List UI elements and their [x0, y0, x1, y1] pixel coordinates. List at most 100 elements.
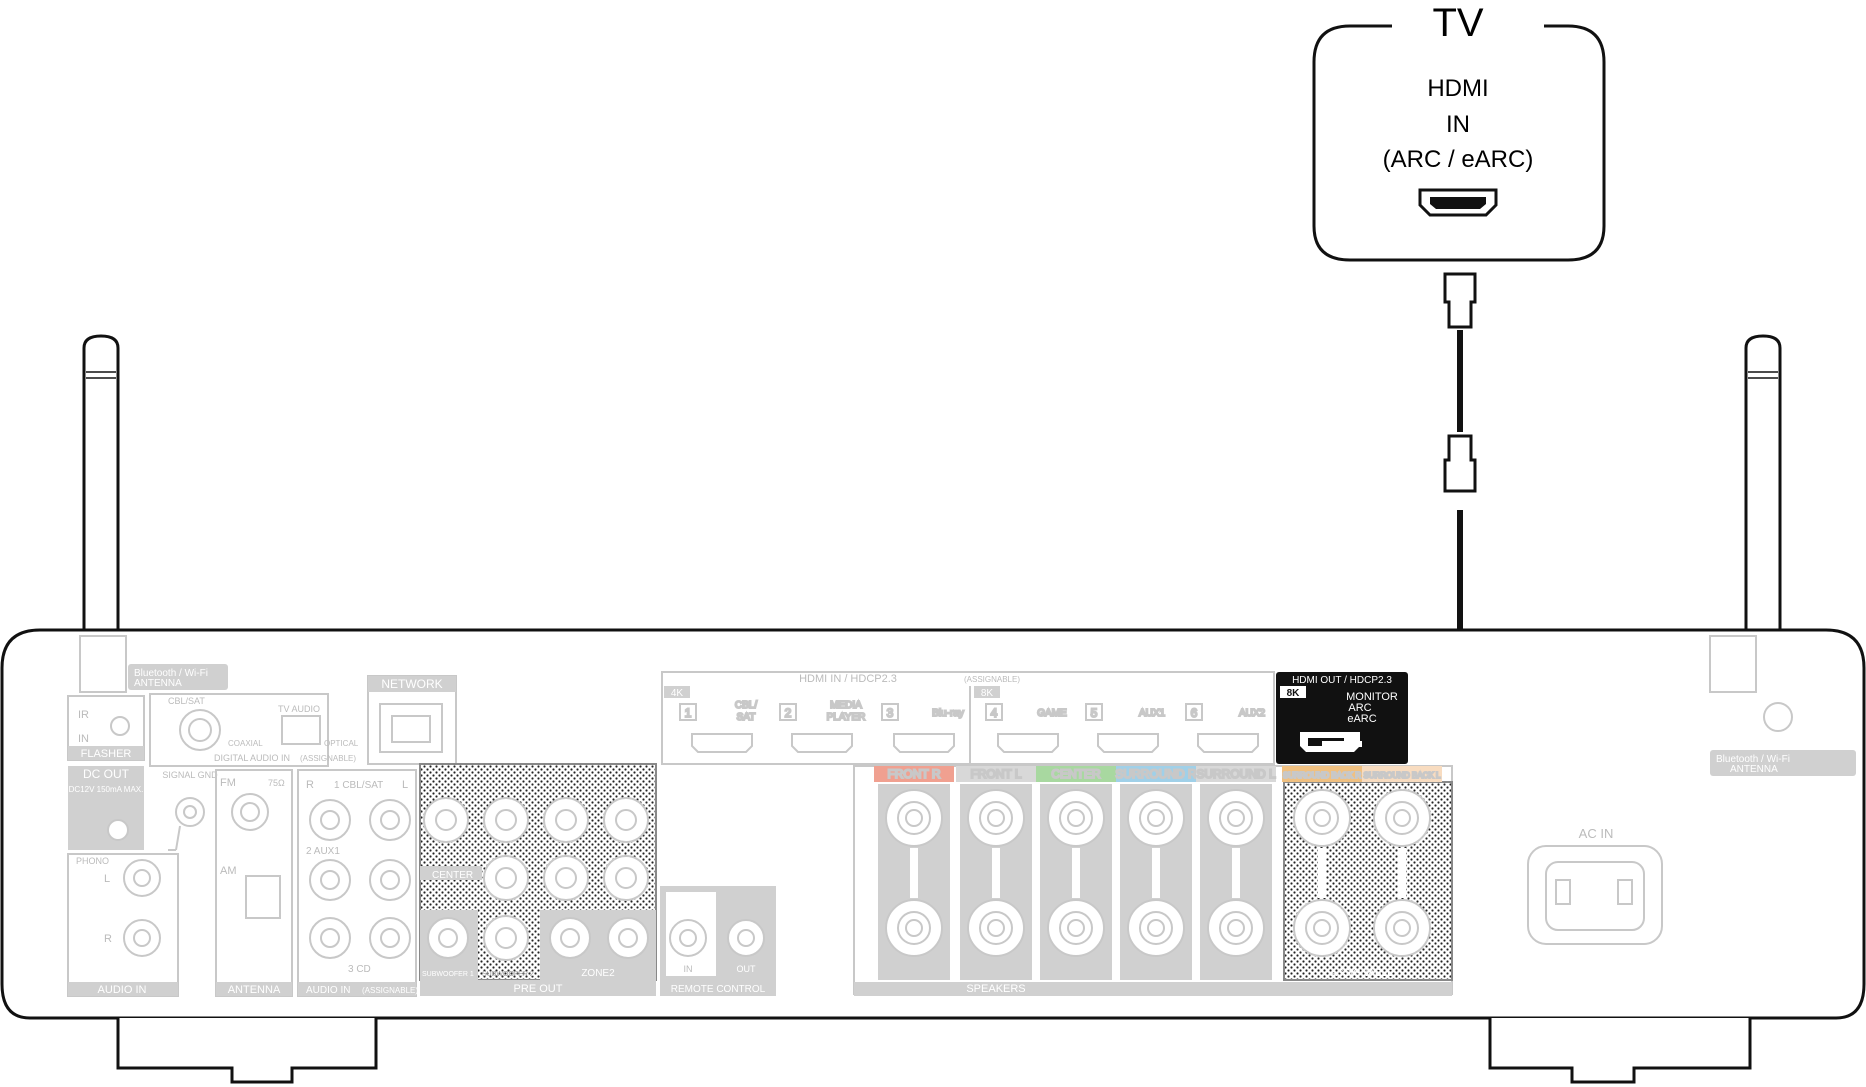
- optical-jack: [281, 715, 321, 745]
- hdmi-in-port-name: AUX2: [1239, 708, 1266, 719]
- ac-in-title: AC IN: [1579, 826, 1614, 841]
- antenna-fm: FM: [220, 777, 236, 789]
- speaker-channel-7: SURROUND BACK L: [1362, 766, 1442, 957]
- hdmi-port-icon: [791, 733, 853, 753]
- audio-in-r: R: [306, 779, 314, 791]
- antenna-right: [1744, 334, 1782, 636]
- flasher-jack: [110, 716, 130, 736]
- hdmi-in-port-num: 4: [991, 706, 998, 720]
- hdmi-in-port-name: Blu-ray: [932, 708, 964, 719]
- speaker-channel-label: SURROUND BACK R: [1283, 771, 1361, 780]
- ethernet-jack: [379, 703, 443, 753]
- audio-in-1: 1 CBL/SAT: [334, 780, 383, 791]
- remote-title: REMOTE CONTROL: [671, 984, 766, 995]
- hdmi-in-4k: 4K: [671, 688, 684, 699]
- hdmi-port-icon: [893, 733, 955, 753]
- pre-out-zone2: ZONE2: [581, 968, 615, 979]
- coaxial-jack: [179, 709, 221, 751]
- phono-r: R: [104, 933, 112, 945]
- audio-in-title: AUDIO IN: [306, 985, 350, 996]
- digital-coaxial: COAXIAL: [228, 739, 263, 748]
- speaker-channel-label: SURROUND L: [1196, 767, 1276, 781]
- antenna-right-label-bg: [1710, 750, 1856, 776]
- hdmi-port-icon: [997, 733, 1059, 753]
- remote-in: IN: [684, 964, 693, 974]
- speaker-channel-3: CENTER: [1036, 766, 1116, 980]
- hdmi-port-icon: [1097, 733, 1159, 753]
- antenna-am: AM: [220, 865, 237, 877]
- speaker-channel-6: SURROUND BACK R: [1282, 766, 1362, 957]
- speaker-channel-2: FRONT L: [956, 766, 1036, 980]
- pre-out-sub2: SUBWOOFER 2: [482, 971, 534, 978]
- audio-in-assignable: (ASSIGNABLE): [362, 986, 418, 995]
- speaker-channel-label: FRONT R: [887, 767, 940, 781]
- network-title: NETWORK: [381, 677, 442, 691]
- phono-l: L: [104, 873, 110, 885]
- speaker-channel-1: FRONT R: [874, 766, 954, 980]
- antenna-right-label2: ANTENNA: [1730, 764, 1778, 775]
- hdmi-port-icon: [691, 733, 753, 753]
- cable-plug-bottom: [1443, 434, 1477, 493]
- antenna-panel-title: ANTENNA: [228, 984, 281, 996]
- hdmi-in-assignable: (ASSIGNABLE): [964, 675, 1020, 684]
- tv-box: TV HDMI IN (ARC / eARC): [1312, 1, 1606, 262]
- antenna-ohm: 75Ω: [268, 778, 285, 788]
- hdmi-out-line3: eARC: [1347, 713, 1376, 725]
- hdmi-port-icon: [1197, 733, 1259, 753]
- antenna-mount-left: [79, 635, 127, 693]
- antenna-left-label2: ANTENNA: [134, 678, 182, 689]
- signal-gnd-terminal: [175, 797, 205, 827]
- hdmi-in-port-name: MEDIA: [830, 700, 862, 711]
- hdmi-out-panel: HDMI OUT / HDCP2.3 8K MONITOR ARC eARC: [1276, 672, 1408, 764]
- hdmi-in-panel: [661, 671, 1275, 765]
- fm-jack: [231, 793, 269, 831]
- audio-in-l: L: [402, 779, 408, 791]
- hdmi-in-port-name-2: SAT: [737, 712, 756, 723]
- hdmi-out-badge: 8K: [1287, 688, 1301, 699]
- phono-footer: AUDIO IN: [98, 984, 147, 996]
- hdmi-in-port-3: 3 Blu-ray: [881, 703, 965, 753]
- hdmi-out-line2: ARC: [1348, 702, 1371, 714]
- phono-title: PHONO: [76, 856, 109, 866]
- foot-right: [1488, 1018, 1752, 1084]
- hdmi-in-port-num: 6: [1191, 706, 1198, 720]
- digital-tv-audio: TV AUDIO: [278, 704, 320, 714]
- hdmi-in-port-name-2: PLAYER: [827, 712, 866, 723]
- flasher-in-label: IN: [78, 733, 89, 745]
- am-terminal: [245, 875, 281, 919]
- hdmi-in-port-num: 3: [887, 706, 894, 720]
- speakers-title: SPEAKERS: [966, 983, 1025, 995]
- antenna-mount-right: [1709, 635, 1757, 693]
- hdmi-in-port-num: 2: [785, 706, 792, 720]
- speaker-channel-label: CENTER: [1051, 767, 1101, 781]
- remote-out: OUT: [737, 964, 757, 974]
- bluetooth-icon: [1763, 702, 1793, 732]
- digital-cbl-sat: CBL/SAT: [168, 696, 205, 706]
- hdmi-in-port-6: 6 AUX2: [1185, 703, 1266, 753]
- antenna-right-label1: Bluetooth / Wi-Fi: [1716, 754, 1790, 765]
- speaker-channel-4: SURROUND R: [1114, 766, 1198, 980]
- pre-out-sub1: SUBWOOFER 1: [422, 971, 474, 978]
- tv-port-line2: IN: [1446, 111, 1470, 138]
- signal-gnd-label: SIGNAL GND: [162, 770, 218, 780]
- foot-left: [116, 1018, 378, 1084]
- tv-hdmi-port-icon: [1418, 188, 1498, 217]
- hdmi-in-title: HDMI IN / HDCP2.3: [799, 673, 897, 685]
- hdmi-out-line1: MONITOR: [1346, 691, 1398, 703]
- hdmi-in-port-name: AUX1: [1139, 708, 1166, 719]
- antenna-left-label1: Bluetooth / Wi-Fi: [134, 668, 208, 679]
- flasher-ir-label: IR: [78, 709, 89, 721]
- digital-title: DIGITAL AUDIO IN: [214, 753, 290, 763]
- digital-assignable: (ASSIGNABLE): [300, 754, 356, 763]
- audio-in-3: 3 CD: [348, 964, 371, 975]
- speaker-channel-label: SURROUND BACK L: [1364, 771, 1441, 780]
- digital-optical: OPTICAL: [324, 739, 359, 748]
- dc-out-panel: [68, 766, 144, 850]
- rear-panel: Bluetooth / Wi-Fi ANTENNA Bluetooth / Wi…: [67, 635, 1856, 997]
